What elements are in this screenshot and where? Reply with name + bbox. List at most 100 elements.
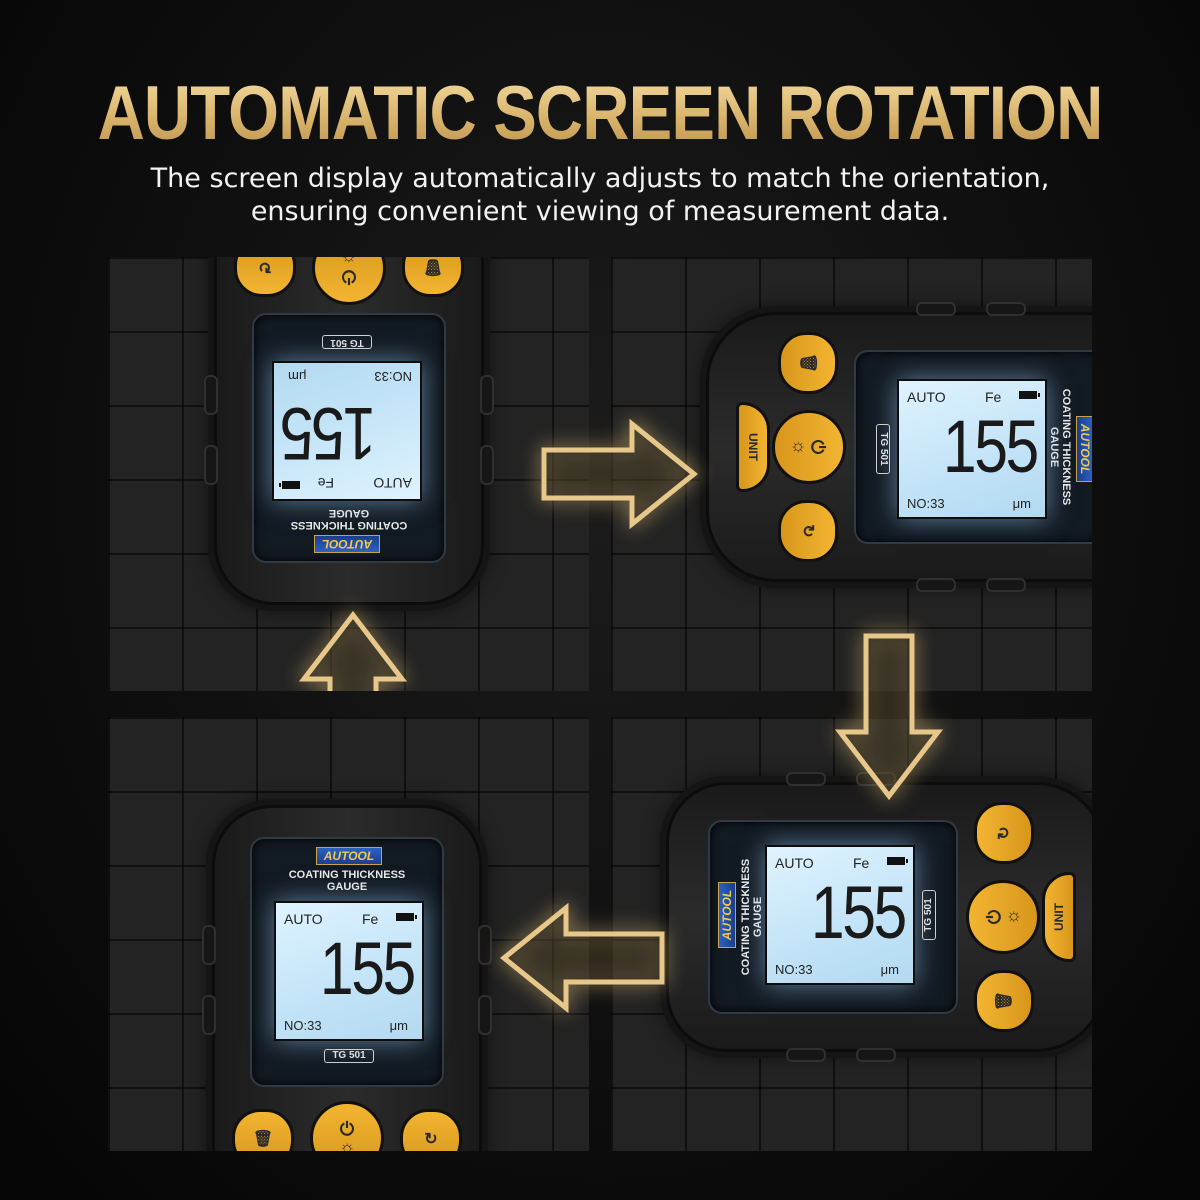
delete-button[interactable]: 🗑 <box>778 332 838 394</box>
side-grip <box>204 375 218 415</box>
light-icon: ☼ <box>338 1137 356 1151</box>
reading-value: 155 <box>810 871 905 954</box>
material-indicator: Fe <box>853 855 870 871</box>
measurement-count: NO:33 <box>284 1018 322 1033</box>
mode-indicator: AUTO <box>775 855 814 871</box>
model-label: TG 501 <box>324 1049 374 1063</box>
material-indicator: Fe <box>985 389 1002 405</box>
trash-icon: 🗑 <box>799 352 816 374</box>
mode-indicator: AUTO <box>284 911 323 927</box>
zero-icon: ↻ <box>424 1131 438 1148</box>
product-name-line-1: COATING THICKNESS <box>288 869 406 881</box>
light-icon: ☼ <box>790 438 810 456</box>
product-name-line-2: GAUGE <box>1048 426 1060 468</box>
panel-bottom-left: AUTOOL COATING THICKNESS GAUGE AUTO Fe 1… <box>108 717 589 1151</box>
subtitle-line-2: ensuring convenient viewing of measureme… <box>250 196 950 227</box>
delete-button[interactable]: 🗑 <box>232 1109 294 1151</box>
zero-button[interactable]: ↻ <box>400 1109 462 1151</box>
screen-bezel: AUTOOL COATING THICKNESS GAUGE AUTO Fe 1… <box>854 350 1092 544</box>
material-indicator: Fe <box>317 475 334 491</box>
zero-icon: ↻ <box>799 524 816 538</box>
panel-top-right: AUTOOL COATING THICKNESS GAUGE AUTO Fe 1… <box>611 257 1092 691</box>
reading-value: 155 <box>282 392 377 475</box>
zero-button[interactable]: ↻ <box>974 802 1034 864</box>
page-subtitle: The screen display automatically adjusts… <box>0 162 1200 228</box>
gauge-device: AUTOOL COATING THICKNESS GAUGE AUTO Fe 1… <box>666 772 1092 1062</box>
panel-top-left: AUTOOL COATING THICKNESS GAUGE AUTO Fe 1… <box>108 257 589 691</box>
lcd-display: AUTO Fe 155 NO:33 μm <box>765 845 915 985</box>
product-name-line-2: GAUGE <box>326 881 368 893</box>
mode-indicator: AUTO <box>907 389 946 405</box>
model-label: TG 501 <box>922 890 936 940</box>
trash-icon: 🗑 <box>252 1131 274 1148</box>
arrow-left <box>498 902 668 1014</box>
side-grip <box>786 772 826 786</box>
product-name-line-2: GAUGE <box>752 896 764 938</box>
model-label: TG 501 <box>876 424 890 474</box>
product-name-line-1: COATING THICKNESS <box>1060 388 1072 506</box>
power-icon: ⏻ <box>808 439 828 455</box>
gauge-device: AUTOOL COATING THICKNESS GAUGE AUTO Fe 1… <box>204 257 494 605</box>
side-grip <box>202 925 216 965</box>
side-grip <box>480 445 494 485</box>
zero-button[interactable]: ↻ <box>778 500 838 562</box>
autool-logo: AUTOOL <box>718 882 736 948</box>
power-icon: ⏻ <box>984 909 1004 925</box>
mode-indicator: AUTO <box>373 475 412 491</box>
power-light-button[interactable]: ⏻☼ <box>312 257 386 305</box>
measurement-count: NO:33 <box>907 496 945 511</box>
keypad: 🗑 ⏻☼ ↻ UNIT <box>736 332 846 562</box>
autool-logo: AUTOOL <box>1076 416 1092 482</box>
model-label: TG 501 <box>322 335 372 349</box>
side-grip <box>856 1048 896 1062</box>
lcd-display: AUTO Fe 155 NO:33 μm <box>274 901 424 1041</box>
battery-icon <box>282 481 300 489</box>
subtitle-line-1: The screen display automatically adjusts… <box>150 163 1050 194</box>
product-name-line-2: GAUGE <box>328 507 370 519</box>
zero-icon: ↻ <box>258 258 272 275</box>
measurement-count: NO:33 <box>374 369 412 384</box>
side-grip <box>478 925 492 965</box>
unit-label: μm <box>389 1018 408 1033</box>
panel-bottom-right: AUTOOL COATING THICKNESS GAUGE AUTO Fe 1… <box>611 717 1092 1151</box>
unit-button[interactable]: UNIT <box>1042 872 1076 962</box>
keypad: 🗑 ⏻☼ ↻ <box>232 1101 462 1151</box>
zero-button[interactable]: ↻ <box>234 257 296 297</box>
power-light-button[interactable]: ⏻☼ <box>310 1101 384 1151</box>
delete-button[interactable]: 🗑 <box>974 970 1034 1032</box>
arrow-up <box>298 609 408 691</box>
unit-label: μm <box>880 962 899 977</box>
side-grip <box>786 1048 826 1062</box>
side-grip <box>986 302 1026 316</box>
screen-bezel: AUTOOL COATING THICKNESS GAUGE AUTO Fe 1… <box>252 313 446 563</box>
measurement-count: NO:33 <box>775 962 813 977</box>
power-light-button[interactable]: ⏻☼ <box>966 880 1040 954</box>
side-grip <box>480 375 494 415</box>
light-icon: ☼ <box>340 257 358 269</box>
power-icon: ⏻ <box>341 267 357 287</box>
side-grip <box>478 995 492 1035</box>
autool-logo: AUTOOL <box>314 535 380 553</box>
delete-button[interactable]: 🗑 <box>402 257 464 297</box>
reading-value: 155 <box>942 405 1037 488</box>
power-icon: ⏻ <box>339 1119 355 1139</box>
side-grip <box>916 302 956 316</box>
unit-button[interactable]: UNIT <box>736 402 770 492</box>
screen-bezel: AUTOOL COATING THICKNESS GAUGE AUTO Fe 1… <box>708 820 958 1014</box>
trash-icon: 🗑 <box>996 990 1013 1012</box>
side-grip <box>916 578 956 592</box>
gauge-device: AUTOOL COATING THICKNESS GAUGE AUTO Fe 1… <box>706 302 1092 592</box>
gauge-device: AUTOOL COATING THICKNESS GAUGE AUTO Fe 1… <box>202 805 492 1151</box>
product-name-line-1: COATING THICKNESS <box>740 858 752 976</box>
battery-icon <box>887 857 905 865</box>
screen-bezel: AUTOOL COATING THICKNESS GAUGE AUTO Fe 1… <box>250 837 444 1087</box>
lcd-display: AUTO Fe 155 NO:33 μm <box>272 361 422 501</box>
product-name-line-1: COATING THICKNESS <box>290 519 408 531</box>
battery-icon <box>1019 391 1037 399</box>
reading-value: 155 <box>319 927 416 1010</box>
unit-label: μm <box>1012 496 1031 511</box>
keypad: 🗑 ⏻☼ ↻ UNIT <box>234 257 464 305</box>
light-icon: ☼ <box>1002 908 1022 926</box>
power-light-button[interactable]: ⏻☼ <box>772 410 846 484</box>
lcd-display: AUTO Fe 155 NO:33 μm <box>897 379 1047 519</box>
